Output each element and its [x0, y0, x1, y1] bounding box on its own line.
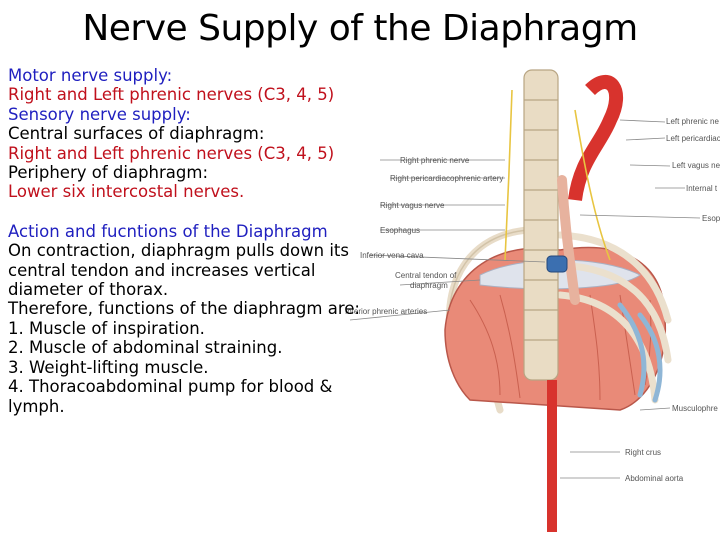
- phrenic-nerves: [504, 89, 611, 261]
- sensory-heading: Sensory nerve supply:: [8, 104, 191, 124]
- action-line-1: On contraction, diaphragm pulls down its: [8, 241, 349, 261]
- ribs-right: [556, 231, 672, 404]
- label-inferior-vena-cava: Inferior vena cava: [360, 251, 424, 260]
- action-line-3: diameter of thorax.: [8, 280, 169, 300]
- slide-text: Motor nerve supply: Right and Left phren…: [8, 66, 448, 416]
- vertebral-column: [523, 69, 559, 381]
- label-right-phrenic-nerve: Right phrenic nerve: [400, 156, 470, 165]
- functions-heading: Therefore, functions of the diaphragm ar…: [8, 299, 360, 319]
- action-line-2: central tendon and increases vertical: [8, 260, 316, 280]
- costal-cartilage: [617, 302, 663, 403]
- periphery: Periphery of diaphragm:: [8, 163, 209, 183]
- label-internal-thoracic: Internal t: [686, 184, 718, 193]
- central-surfaces: Central surfaces of diaphragm:: [8, 124, 265, 144]
- label-esophagus-right: Esop: [702, 214, 720, 223]
- central-nerves: Right and Left phrenic nerves (C3, 4, 5): [8, 143, 335, 163]
- label-right-pericardiacophrenic-artery: Right pericardiacophrenic artery: [390, 174, 503, 183]
- anatomy-svg: Left phrenic ne Left pericardiaco Left v…: [345, 69, 720, 532]
- motor-nerves: Right and Left phrenic nerves (C3, 4, 5): [8, 85, 335, 105]
- label-inferior-phrenic-arteries: Inferior phrenic arteries: [345, 307, 427, 316]
- label-right-vagus-nerve: Right vagus nerve: [380, 201, 445, 210]
- function-1: 1. Muscle of inspiration.: [8, 318, 205, 338]
- label-left-pericardiacophrenic: Left pericardiaco: [666, 134, 720, 143]
- label-abdominal-aorta: Abdominal aorta: [625, 474, 684, 483]
- page-title: Nerve Supply of the Diaphragm: [82, 8, 638, 49]
- function-4-cont: lymph.: [8, 396, 65, 416]
- function-4: 4. Thoracoabdominal pump for blood &: [8, 377, 333, 397]
- label-central-tendon-1: Central tendon of: [395, 271, 457, 280]
- action-heading: Action and fucntions of the Diaphragm: [8, 221, 328, 241]
- label-left-vagus: Left vagus ne: [672, 161, 720, 170]
- motor-heading: Motor nerve supply:: [8, 66, 173, 85]
- periphery-nerves: Lower six intercostal nerves.: [8, 182, 245, 202]
- leader-lines: [349, 119, 701, 479]
- aortic-arch: [568, 75, 624, 202]
- diaphragm-anatomy-illustration: Left phrenic ne Left pericardiaco Left v…: [330, 58, 720, 540]
- label-esophagus: Esophagus: [380, 226, 420, 235]
- function-2: 2. Muscle of abdominal straining.: [8, 338, 283, 358]
- esophagus: [557, 175, 580, 305]
- label-right-crus: Right crus: [625, 448, 661, 457]
- label-musculophrenic: Musculophre: [672, 404, 718, 413]
- inferior-vena-cava: [546, 255, 568, 273]
- label-central-tendon-2: diaphragm: [410, 281, 448, 290]
- function-3: 3. Weight-lifting muscle.: [8, 357, 209, 377]
- label-left-phrenic-nerve: Left phrenic ne: [666, 117, 719, 126]
